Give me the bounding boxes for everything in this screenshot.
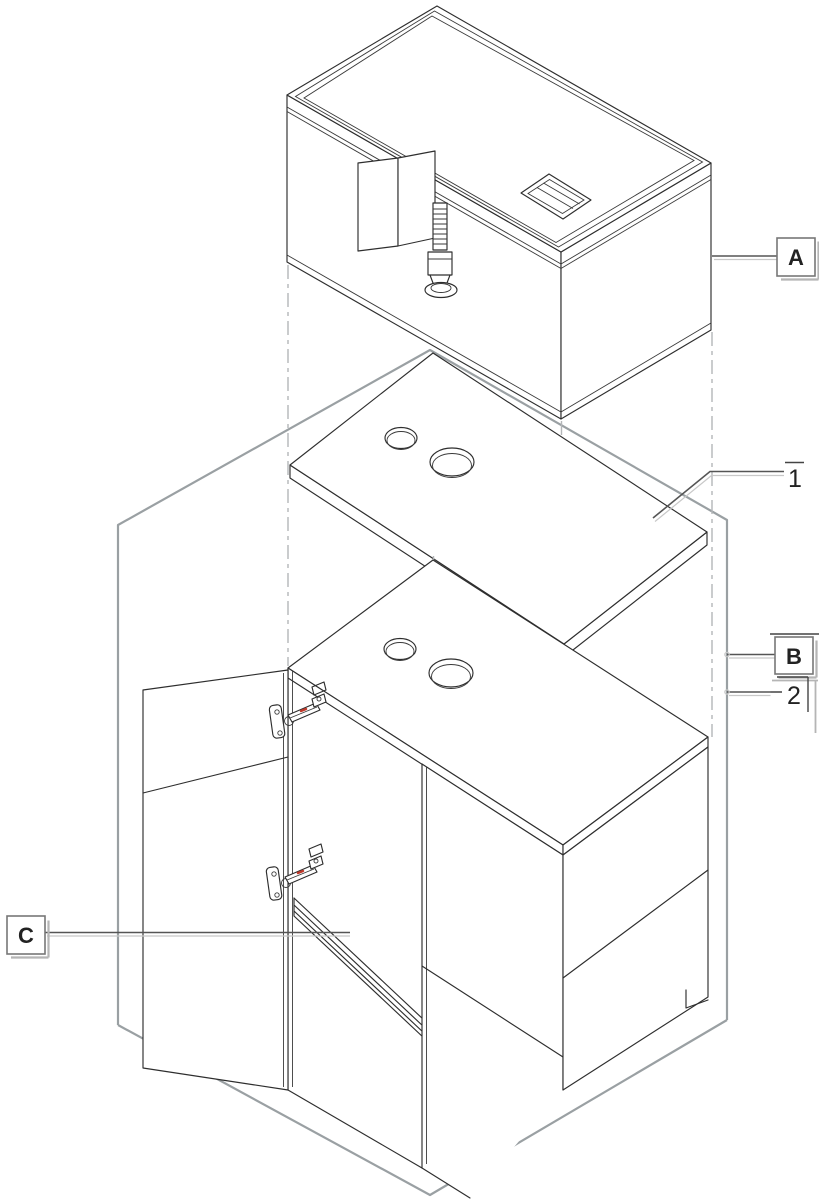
hinge-screw-top xyxy=(274,709,280,715)
hinge-screw-top xyxy=(271,871,277,877)
cabinet-hole-small-inner xyxy=(385,642,415,661)
shelf-front-edges xyxy=(293,897,425,1039)
cover-top-face xyxy=(289,352,708,645)
callout-a: A xyxy=(712,237,819,281)
hatch-outer xyxy=(520,173,592,220)
hatch-slats xyxy=(536,182,580,209)
cabinet-left-door-open xyxy=(142,669,327,1091)
callout-b-box xyxy=(774,636,814,675)
drain-threads xyxy=(433,208,447,245)
callout-2-bracket-shadow xyxy=(772,679,818,733)
cabinet-hole-small xyxy=(383,637,417,661)
hinge-bottom xyxy=(265,843,324,901)
tank-rim-inset-2 xyxy=(303,15,695,244)
callout-c: C xyxy=(6,915,350,959)
carcass-bottom-front-edge xyxy=(287,1089,423,1169)
hinge-mount-plate xyxy=(311,693,327,708)
hinge-adjuster-mark xyxy=(299,707,308,713)
hinge-arm-line xyxy=(289,706,318,719)
right-door-panel-joint xyxy=(421,965,564,1058)
hinge-cup-plate xyxy=(265,866,283,901)
hinge-mount-plate xyxy=(308,855,324,870)
drain-taper xyxy=(429,274,451,284)
callout-2-anchor-dot xyxy=(724,689,730,695)
envelope-upper-edges xyxy=(116,348,729,1025)
tank-feeding-hatch xyxy=(520,173,592,220)
callout-a-label: A xyxy=(788,245,804,270)
hinge-adjuster-mark xyxy=(296,869,305,875)
tank-top-face xyxy=(286,5,712,253)
hinge-mount-bracket xyxy=(311,681,327,696)
cabinet-right-side xyxy=(562,746,709,1091)
callout-2: 2 xyxy=(724,676,818,733)
callout-1-leader-shadow xyxy=(654,474,784,522)
hinge-top xyxy=(268,681,327,739)
callout-c-label: C xyxy=(18,923,34,948)
tank-drain-fitting xyxy=(424,202,458,299)
hinge-screw-bottom xyxy=(277,730,283,736)
alignment-centerlines xyxy=(287,265,713,843)
drain-flange-inner xyxy=(430,283,452,293)
callout-a-box xyxy=(776,237,816,277)
hinge-mount-bracket xyxy=(308,843,324,858)
tank-floor-line xyxy=(286,254,712,413)
cabinet-hole-large xyxy=(428,658,474,688)
aquarium-part-a xyxy=(286,5,712,420)
cabinet-part-b xyxy=(142,559,709,1199)
hinge-cup-plate xyxy=(268,704,286,739)
drain-flange xyxy=(424,281,458,299)
callout-1-label: 1 xyxy=(788,465,802,493)
hatch-inner xyxy=(527,178,585,215)
callout-b-label: B xyxy=(786,644,802,669)
callout-b: B xyxy=(724,633,819,679)
callout-c-box xyxy=(6,915,46,955)
drain-union-nut xyxy=(427,251,453,276)
cabinet-right-door xyxy=(421,763,564,1199)
left-door-panel-joint xyxy=(142,756,289,794)
right-side-face xyxy=(562,746,709,1091)
callout-b-anchor-dot xyxy=(724,651,730,658)
callout-1: 1 xyxy=(652,461,804,522)
right-side-panel-joint xyxy=(562,869,709,979)
callout-2-label: 2 xyxy=(787,682,801,710)
cover-hole-large-inner xyxy=(432,453,472,478)
left-door-face xyxy=(142,669,289,1091)
hinge-screw-bottom xyxy=(274,892,280,898)
cover-hole-large xyxy=(429,447,475,477)
hinge-arm-line xyxy=(286,868,315,881)
callout-2-bracket xyxy=(770,676,809,712)
envelope-lower-edges xyxy=(117,1019,728,1197)
cover-hole-small xyxy=(384,426,418,450)
envelope-outline xyxy=(116,348,729,1197)
tank-rim-inset-1 xyxy=(294,10,704,248)
callout-c-box-shadow xyxy=(11,920,50,959)
cover-hole-small-inner xyxy=(386,431,416,450)
hinge-mount-screw xyxy=(316,696,322,702)
shaft-front-face xyxy=(357,157,399,252)
callout-1-leader xyxy=(652,470,784,519)
cabinet-hole-large-inner xyxy=(431,664,471,689)
right-door-fill xyxy=(422,764,563,1198)
right-side-foot xyxy=(685,989,709,1009)
shaft-side-face xyxy=(397,150,436,247)
drain-threaded-stem xyxy=(432,202,448,251)
hinge-mount-screw xyxy=(313,858,319,864)
tank-overflow-shaft xyxy=(357,150,436,252)
